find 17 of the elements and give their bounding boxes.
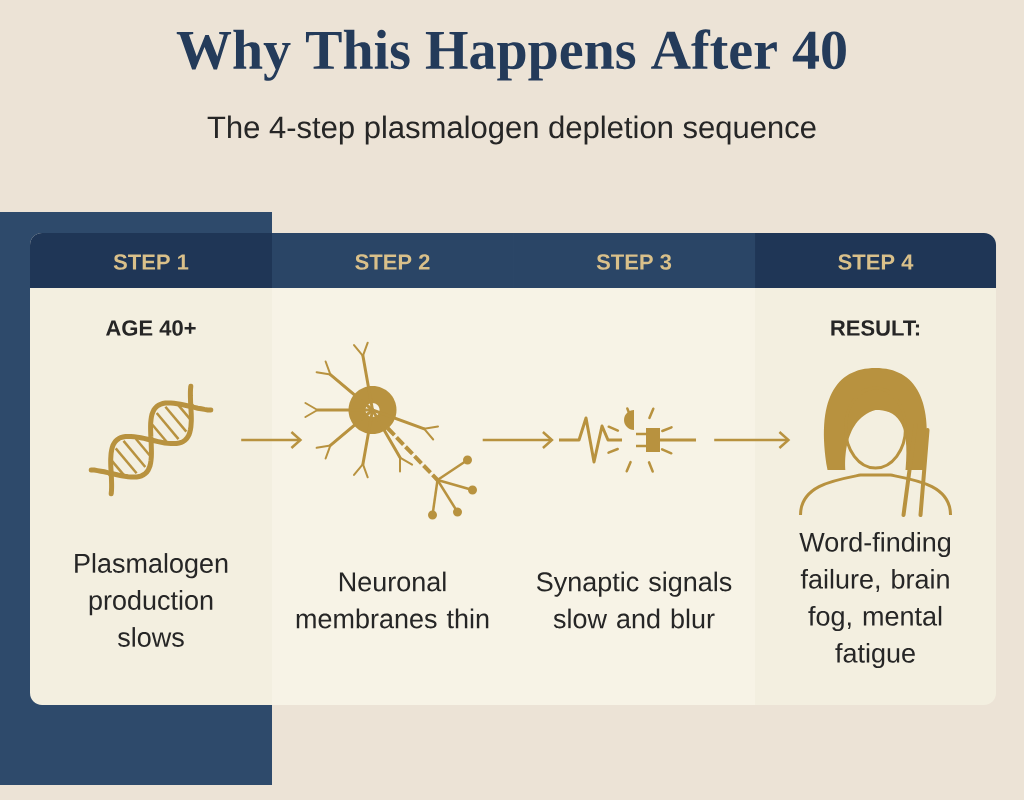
neuron-icon: [304, 341, 477, 520]
arrow: [241, 431, 303, 449]
node-label: STEP 3: [596, 254, 672, 270]
step-column: STEP 2 Neuronal membranes thin: [272, 233, 513, 705]
person-icon: [799, 368, 952, 517]
arrow: [482, 431, 554, 449]
node-label: Neuronal membranes thin: [296, 571, 489, 629]
title: Why This Happens After 40: [176, 29, 846, 81]
dna-icon: [88, 383, 214, 497]
step-column: STEP 4 RESULT: Word-finding failure, brain fog, mental fatigue: [755, 233, 996, 705]
subtitle: The 4-step plasmalogen depletion sequence: [207, 115, 816, 145]
arrow: [714, 431, 791, 449]
signal-icon: [559, 407, 696, 473]
node-label: STEP 2: [355, 254, 430, 270]
step-column: STEP 1 AGE 40+ Plasmalogen production slows: [30, 233, 272, 705]
node-label: Synaptic signals slow and blur: [536, 571, 732, 629]
step-column: STEP 3 Synaptic signals slow and blur: [513, 233, 755, 705]
